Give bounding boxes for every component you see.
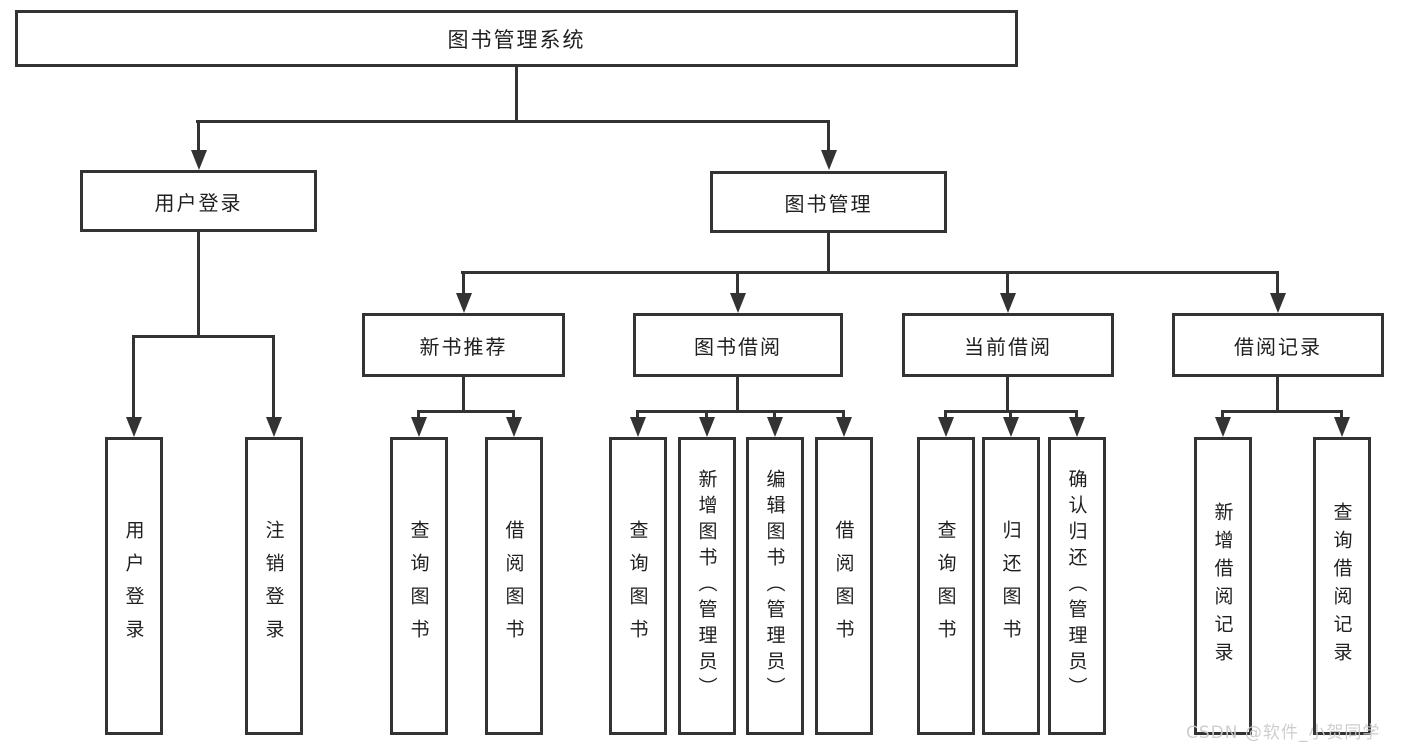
- leaf-label: 查询图书: [626, 520, 649, 652]
- leaf-borrowing-add-books-admin: 新增图书（管理员）: [678, 437, 736, 735]
- leaf-label: 查询借阅记录: [1330, 502, 1353, 670]
- connector-arrow-current-confirm: [1068, 410, 1085, 437]
- leaf-label: 借阅图书: [502, 520, 525, 652]
- connector-root-stem: [515, 67, 518, 120]
- leaf-label: 编辑图书（管理员）: [763, 469, 786, 703]
- connector-recommend-crossbar: [417, 410, 515, 413]
- leaf-current-confirm-return-admin: 确认归还（管理员）: [1048, 437, 1106, 735]
- connector-arrow-borrowing-borrow: [835, 410, 852, 437]
- node-new-book-recommendation: 新书推荐: [362, 313, 565, 377]
- connector-arrow-borrowing-query: [629, 410, 646, 437]
- leaf-label: 新增图书（管理员）: [695, 469, 718, 703]
- node-book-borrowing: 图书借阅: [633, 313, 843, 377]
- node-user-login: 用户登录: [80, 170, 317, 232]
- leaf-label: 注销登录: [262, 520, 285, 652]
- leaf-recommend-query-books: 查询图书: [390, 437, 448, 735]
- leaf-borrowing-borrow-books: 借阅图书: [815, 437, 873, 735]
- leaf-label: 借阅图书: [832, 520, 855, 652]
- connector-arrow-new-book: [455, 271, 472, 313]
- leaf-label: 查询图书: [407, 520, 430, 652]
- leaf-current-return-books: 归还图书: [982, 437, 1040, 735]
- connector-user-login-crossbar: [132, 335, 275, 338]
- connector-book-mgmt-crossbar: [461, 271, 1279, 274]
- node-label: 当前借阅: [964, 334, 1052, 359]
- connector-arrow-logout-leaf: [265, 335, 282, 437]
- connector-arrow-current-return: [1002, 410, 1019, 437]
- connector-arrow-current-query: [937, 410, 954, 437]
- leaf-user-login: 用户登录: [105, 437, 163, 735]
- connector-arrow-login-leaf: [125, 335, 142, 437]
- leaf-label: 查询图书: [934, 520, 957, 652]
- leaf-borrowing-query-books: 查询图书: [609, 437, 667, 735]
- node-label: 新书推荐: [419, 334, 508, 359]
- connector-records-stem: [1276, 377, 1279, 410]
- leaf-label: 用户登录: [122, 520, 145, 652]
- connector-arrow-recommend-query: [410, 410, 427, 437]
- leaf-logout-login: 注销登录: [245, 437, 303, 735]
- node-label: 图书管理系统: [447, 27, 586, 52]
- leaf-records-add-borrow-record: 新增借阅记录: [1194, 437, 1252, 735]
- connector-root-crossbar: [196, 120, 830, 123]
- node-label: 借阅记录: [1234, 334, 1322, 359]
- connector-user-login-stem: [197, 232, 200, 335]
- leaf-label: 新增借阅记录: [1211, 502, 1234, 670]
- node-book-management: 图书管理: [710, 171, 947, 233]
- csdn-watermark: CSDN @软件_小贺同学: [1186, 723, 1381, 743]
- connector-book-mgmt-stem: [827, 233, 830, 271]
- connector-borrowing-crossbar: [636, 410, 845, 413]
- leaf-borrowing-edit-books-admin: 编辑图书（管理员）: [746, 437, 804, 735]
- node-label: 图书管理: [784, 191, 873, 216]
- leaf-label: 确认归还（管理员）: [1065, 469, 1088, 703]
- connector-arrow-records-add: [1214, 410, 1231, 437]
- leaf-records-query-borrow-record: 查询借阅记录: [1313, 437, 1371, 735]
- connector-current-stem: [1006, 377, 1009, 410]
- connector-arrow-book-mgmt: [820, 120, 837, 170]
- connector-arrow-book-borrow: [729, 271, 746, 313]
- node-library-management-system: 图书管理系统: [15, 10, 1018, 67]
- connector-arrow-borrowing-edit: [766, 410, 783, 437]
- connector-arrow-borrow-records: [1269, 271, 1286, 313]
- connector-borrowing-stem: [736, 377, 739, 410]
- connector-arrow-borrowing-add: [698, 410, 715, 437]
- leaf-label: 归还图书: [999, 520, 1022, 652]
- node-label: 用户登录: [154, 190, 243, 215]
- node-current-borrowing: 当前借阅: [902, 313, 1114, 377]
- node-label: 图书借阅: [694, 334, 782, 359]
- connector-recommend-stem: [462, 377, 465, 410]
- connector-arrow-user-login: [190, 120, 207, 170]
- connector-records-crossbar: [1221, 410, 1343, 413]
- node-borrowing-records: 借阅记录: [1172, 313, 1384, 377]
- connector-arrow-current-borrow: [999, 271, 1016, 313]
- connector-arrow-records-query: [1333, 410, 1350, 437]
- connector-arrow-recommend-borrow: [505, 410, 522, 437]
- leaf-current-query-books: 查询图书: [917, 437, 975, 735]
- leaf-recommend-borrow-books: 借阅图书: [485, 437, 543, 735]
